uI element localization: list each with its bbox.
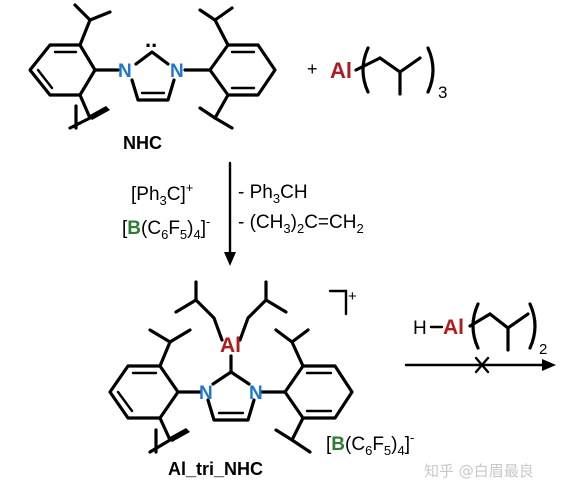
byproduct-triphenylmethane: - Ph3CH xyxy=(238,182,308,206)
n-atom-right: N xyxy=(170,61,184,82)
product-label: Al_tri_NHC xyxy=(168,459,263,479)
counter-anion-borate: [B(C6F5)4]- xyxy=(326,430,414,458)
arrow-head-right xyxy=(542,359,556,371)
al-atom-reagent: Al xyxy=(330,58,352,83)
plus-sign: + xyxy=(307,59,318,79)
reagent-trityl: [Ph3C]+ xyxy=(131,180,193,208)
subscript-2: 2 xyxy=(539,341,547,358)
n-atom-product-right: N xyxy=(249,383,263,404)
diisobutylaluminum-hydride xyxy=(468,302,537,352)
h-atom: H xyxy=(413,318,427,339)
byproduct-isobutene: - (CH3)2C=CH2 xyxy=(238,212,364,236)
watermark: 知乎 @白眉最良 xyxy=(424,462,534,480)
lone-pair: .. xyxy=(145,27,157,52)
n-atom-left: N xyxy=(118,61,132,82)
charge-bracket xyxy=(328,289,348,316)
n-atom-product-left: N xyxy=(199,383,213,404)
al-tri-nhc-molecule xyxy=(108,280,354,454)
triisobutylaluminum xyxy=(354,46,435,96)
al-atom-hydride: Al xyxy=(443,316,464,339)
nhc-label: NHC xyxy=(123,133,162,153)
nhc-molecule xyxy=(28,3,277,130)
product-charge-plus: + xyxy=(348,288,357,305)
arrow-head-down xyxy=(224,252,236,266)
reagent-borate: [B(C6F5)4]- xyxy=(122,214,210,242)
al-atom-product: Al xyxy=(220,334,241,357)
subscript-3: 3 xyxy=(438,83,447,102)
blocked-cross xyxy=(474,356,490,374)
